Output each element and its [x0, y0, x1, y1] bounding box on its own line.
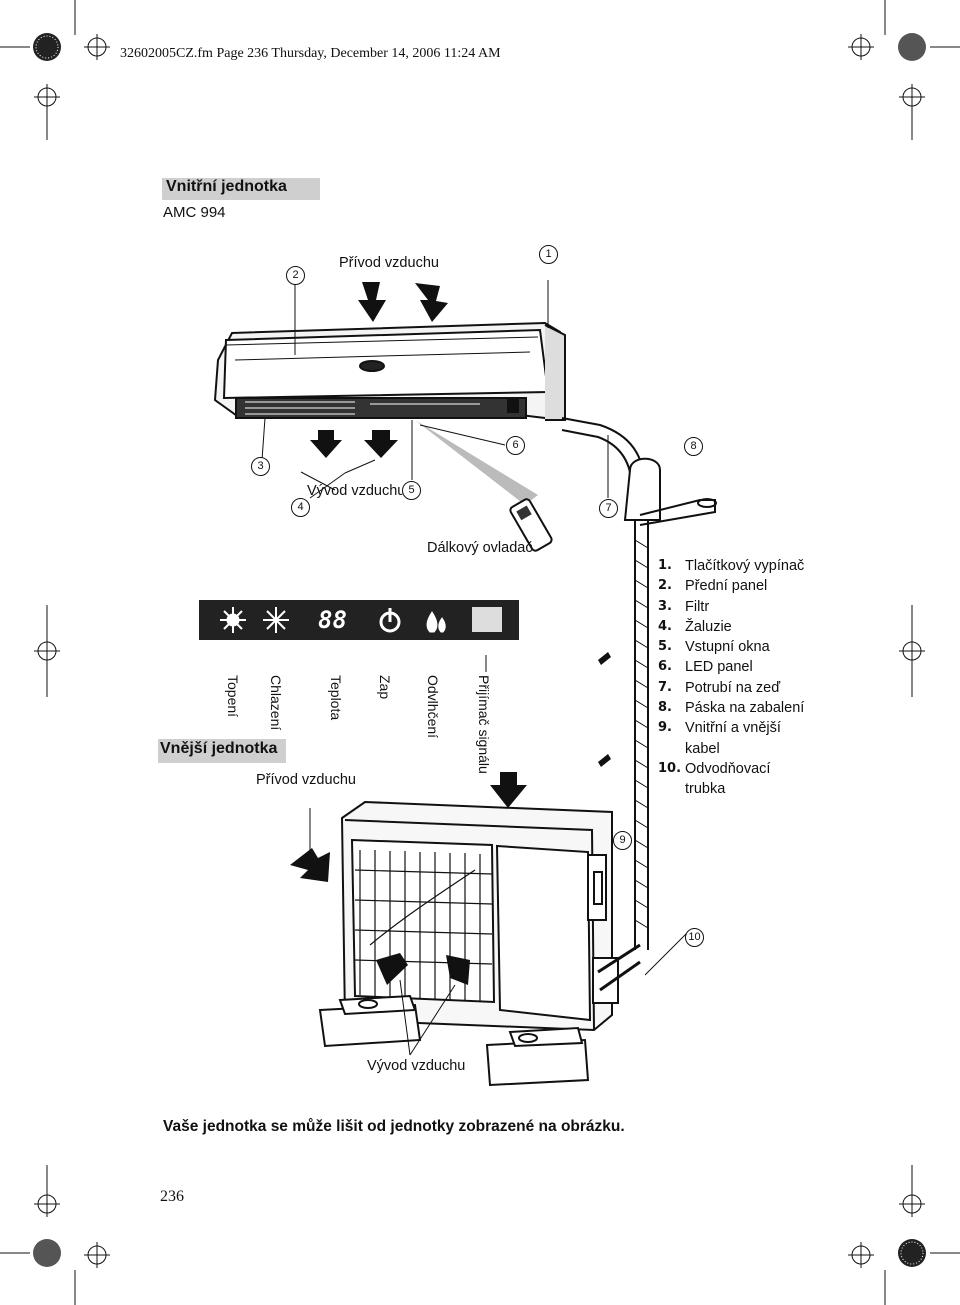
- callout-8: 8: [684, 437, 703, 456]
- legend-item: 8.Páska na zabalení: [658, 700, 805, 717]
- outdoor-title-background: [158, 739, 286, 763]
- model-number: AMC 994: [163, 204, 226, 221]
- outdoor-air-arrows: [290, 772, 527, 985]
- callout-6: 6: [506, 436, 525, 455]
- legend-item: 4.Žaluzie: [658, 618, 732, 635]
- sunburst-marks: [33, 33, 926, 1267]
- indoor-unit: [213, 321, 566, 421]
- led-digit-display: 88: [318, 606, 347, 634]
- indoor-title: Vnitřní jednotka: [166, 178, 287, 195]
- callout-3: 3: [251, 457, 270, 476]
- callout-9: 9: [613, 831, 632, 850]
- wall-screws: [598, 652, 611, 767]
- legend-item: 6.LED panel: [658, 659, 753, 676]
- air-outlet-label: Vývod vzduchu: [307, 483, 406, 499]
- disclaimer-note: Vaše jednotka se může lišit od jednotky …: [163, 1118, 625, 1135]
- wall-pipe: [561, 417, 717, 950]
- remote-label: Dálkový ovladač: [427, 540, 533, 556]
- legend-item: 3.Filtr: [658, 598, 710, 615]
- callout-5: 5: [402, 481, 421, 500]
- outdoor-feet: [318, 994, 590, 1087]
- page-number: 236: [160, 1188, 184, 1205]
- led-label-heating: Topení: [225, 675, 241, 718]
- indoor-title-background: [162, 178, 320, 200]
- callout-2: 2: [286, 266, 305, 285]
- outdoor-unit: [340, 800, 641, 1032]
- outdoor-air-outlet-label: Vývod vzduchu: [367, 1058, 466, 1074]
- callout-1: 1: [539, 245, 558, 264]
- callout-leaders: [261, 280, 691, 976]
- led-label-power: Zap: [377, 675, 393, 700]
- led-label-signal-receiver: Přijímač signálu: [476, 675, 492, 774]
- air-inlet-label: Přívod vzduchu: [339, 255, 439, 271]
- file-header: 32602005CZ.fm Page 236 Thursday, Decembe…: [120, 46, 501, 61]
- legend-item: 7.Potrubí na zeď: [658, 679, 781, 696]
- callout-7: 7: [599, 499, 618, 518]
- outdoor-title: Vnější jednotka: [160, 740, 278, 757]
- led-label-cooling: Chlazení: [268, 675, 284, 731]
- led-label-temperature: Teplota: [328, 675, 344, 721]
- outdoor-air-inlet-label: Přívod vzduchu: [256, 772, 356, 788]
- legend-item: 5.Vstupní okna: [658, 639, 770, 656]
- led-label-dehumidify: Odvlhčení: [425, 675, 441, 739]
- legend-item: 1.Tlačítkový vypínač: [658, 558, 805, 574]
- air-in-arrows: [310, 282, 448, 458]
- callout-4: 4: [291, 498, 310, 517]
- led-panel: [199, 600, 519, 640]
- outdoor-leaders: [309, 808, 456, 1056]
- remote-control: [415, 420, 553, 552]
- callout-10: 10: [685, 928, 704, 947]
- legend-item: 10.Odvodňovací trubka: [658, 760, 771, 798]
- legend-item: 2.Přední panel: [658, 578, 768, 595]
- parts-legend: 1.Tlačítkový vypínač 2.Přední panel 3.Fi…: [658, 556, 840, 800]
- legend-item: 9.Vnitřní a vnější kabel: [658, 720, 781, 757]
